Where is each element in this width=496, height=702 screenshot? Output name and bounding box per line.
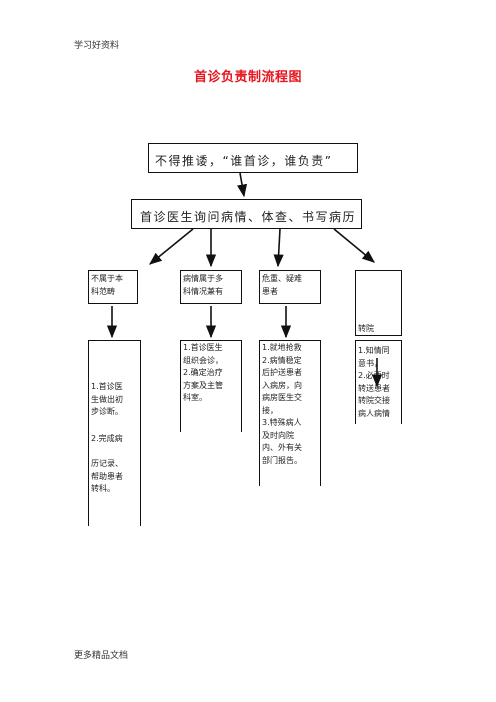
branch-text-critical: 危重、疑难 患者 — [262, 274, 302, 296]
header-text: 学习好资料 — [74, 41, 120, 51]
detail-text-rescue: 1.就地抢救 2.病情稳定 后护送患者 入病房，向 病房医生交 接， 3.特殊病… — [262, 343, 302, 465]
principle-text: 不得推诿，“谁首诊，谁负责” — [155, 154, 333, 168]
branch-text-transfer: 转院 — [358, 324, 374, 333]
detail-text-diagnosis: 1.首诊医 生做出初 步诊断。 — [91, 382, 123, 416]
branch-box-transfer: 转院 — [355, 270, 402, 336]
detail-box-not-department: 1.首诊医 生做出初 步诊断。 2.完成病 历记录、 帮助患者 转科。 — [88, 340, 141, 526]
detail-text-consultation: 1.首诊医生 组织会诊， 2.确定治疗 方案及主管 科室。 — [183, 343, 223, 402]
branch-text-multi-department: 病情属于多 科情况兼有 — [183, 274, 223, 296]
principle-box: 不得推诿，“谁首诊，谁负责” — [148, 143, 358, 173]
branch-box-not-department: 不属于本 科范畴 — [88, 270, 138, 304]
page-title: 首诊负责制流程图 — [193, 70, 302, 85]
branch-box-multi-department: 病情属于多 科情况兼有 — [180, 270, 242, 304]
detail-box-critical: 1.就地抢救 2.病情稳定 后护送患者 入病房，向 病房医生交 接， 3.特殊病… — [259, 340, 321, 486]
arrow-to-branch-transfer — [333, 228, 375, 263]
footer-text: 更多精品文档 — [74, 651, 129, 661]
detail-text-records: 2.完成病 历记录、 帮助患者 转科。 — [91, 434, 123, 493]
branch-box-critical: 危重、疑难 患者 — [259, 270, 321, 304]
arrow-to-branch-not-department — [149, 228, 194, 265]
first-step-box: 首诊医生询问病情、体查、书写病历 — [131, 199, 362, 229]
arrow-principle-to-first-step — [236, 172, 248, 198]
first-step-text: 首诊医生询问病情、体查、书写病历 — [140, 210, 357, 224]
branch-text-not-department: 不属于本 科范畴 — [91, 274, 123, 296]
arrow-to-branch-critical — [273, 228, 284, 268]
detail-box-multi-department: 1.首诊医生 组织会诊， 2.确定治疗 方案及主管 科室。 — [180, 340, 242, 432]
